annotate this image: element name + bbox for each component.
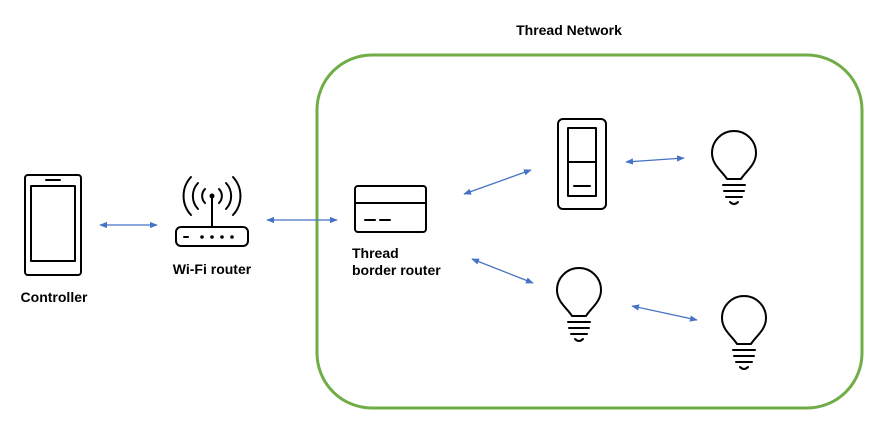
wifi-router-label: Wi-Fi router [173, 261, 252, 277]
controller-label: Controller [21, 289, 88, 305]
light-bulb-icon [711, 130, 757, 205]
border-router-icon [354, 185, 427, 233]
light-bulb-icon [556, 267, 602, 342]
connections [99, 155, 698, 322]
link-border-router-bulb [471, 258, 534, 284]
light-bulb-icon [721, 295, 767, 370]
thread-network-boundary [315, 53, 864, 410]
link-bulb-bulb [631, 304, 698, 322]
wifi-router-icon [175, 176, 249, 247]
light-switch-icon [557, 118, 607, 210]
border-router-label-line2: border router [352, 262, 441, 278]
border-router-label-line1: Thread [352, 245, 399, 261]
thread-network-title: Thread Network [516, 22, 622, 38]
link-border-router-switch [463, 169, 532, 195]
link-switch-bulb [625, 155, 685, 165]
smartphone-icon [24, 174, 82, 276]
